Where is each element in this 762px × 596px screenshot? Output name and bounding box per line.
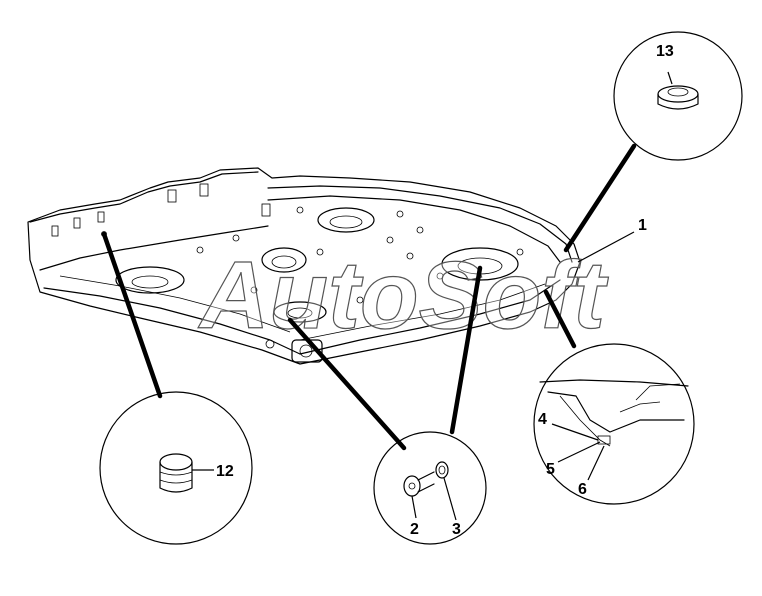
detail-circle-bolt bbox=[373, 431, 487, 545]
detail-circle-grommet bbox=[613, 31, 743, 161]
callout-label-13: 13 bbox=[656, 43, 674, 60]
callout-1-leader bbox=[577, 231, 635, 263]
detail-leaders bbox=[101, 143, 637, 451]
callout-label-1: 1 bbox=[638, 217, 647, 234]
floor-panel bbox=[27, 167, 581, 365]
callout-label-5: 5 bbox=[546, 461, 555, 478]
detail-circle-plug bbox=[99, 391, 253, 545]
callout-label-4: 4 bbox=[538, 411, 547, 428]
watermark: AutoSoft bbox=[198, 242, 609, 349]
callout-label-6: 6 bbox=[578, 481, 587, 498]
callout-label-2: 2 bbox=[410, 521, 419, 538]
callout-label-3: 3 bbox=[452, 521, 461, 538]
detail-circle-section bbox=[533, 343, 695, 505]
callout-label-12: 12 bbox=[216, 463, 234, 480]
